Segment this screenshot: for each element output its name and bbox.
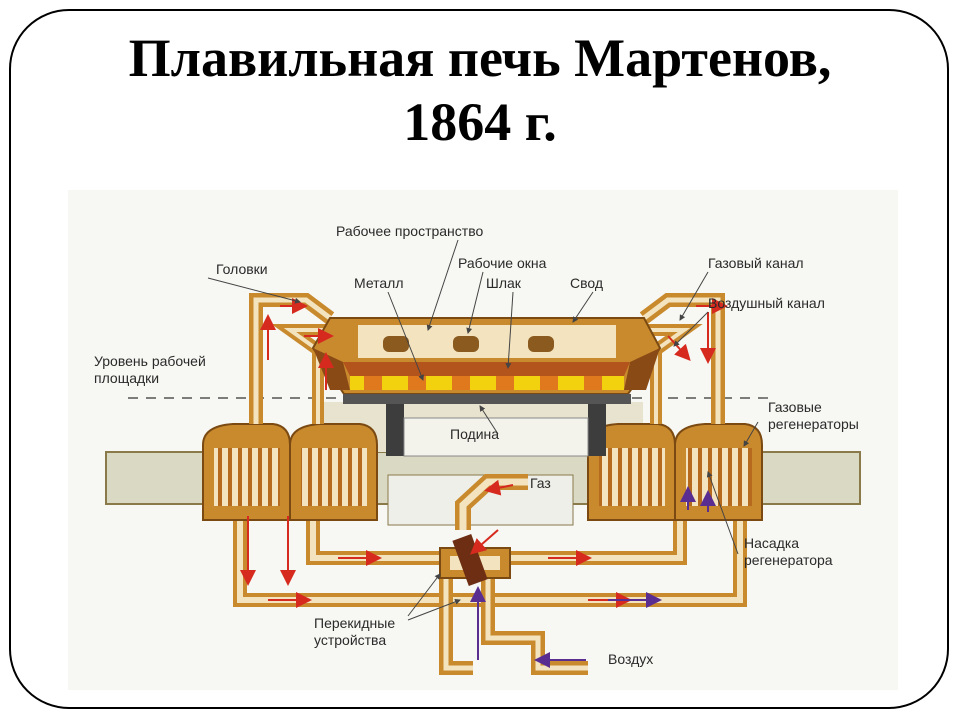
leader-lines	[207, 239, 759, 621]
label-gas-regenerators-line1: Газовые	[768, 399, 822, 415]
label-heads: Головки	[216, 261, 268, 277]
right-slope	[624, 348, 660, 390]
working-window-1	[383, 336, 409, 352]
switching-valve	[439, 534, 511, 586]
furnace-body	[311, 317, 662, 395]
label-working-windows: Рабочие окна	[458, 255, 547, 271]
label-regenerator-packing-line1: Насадка	[744, 535, 799, 551]
title-line-2: 1864 г.	[403, 92, 557, 152]
slag-layer	[343, 362, 630, 376]
label-air-channel: Воздушный канал	[708, 295, 825, 311]
furnace-diagram: Рабочее пространство Головки Рабочие окн…	[68, 190, 898, 690]
slide-title: Плавильная печь Мартенов, 1864 г.	[40, 26, 920, 154]
air-flow-arrows	[470, 486, 716, 668]
label-switching-devices-line1: Перекидные	[314, 615, 395, 631]
label-slag: Шлак	[486, 275, 522, 291]
left-regenerators	[202, 423, 378, 521]
hot-gas-flow-arrows	[240, 298, 728, 608]
label-roof: Свод	[570, 275, 603, 291]
callout-labels: Рабочее пространство Головки Рабочие окн…	[94, 223, 859, 667]
label-hearth: Подина	[450, 426, 499, 442]
metal-bath	[350, 376, 624, 390]
label-gas-channel: Газовый канал	[708, 255, 804, 271]
label-platform-level-line1: Уровень рабочей	[94, 353, 206, 369]
gas-inlet-duct	[455, 474, 528, 530]
title-line-1: Плавильная печь Мартенов,	[128, 28, 832, 88]
label-gas-regenerators-line2: регенераторы	[768, 416, 859, 432]
right-regenerators	[587, 423, 763, 521]
working-window-2	[453, 336, 479, 352]
label-working-space: Рабочее пространство	[336, 223, 483, 239]
label-platform-level-line2: площадки	[94, 370, 159, 386]
working-window-3	[528, 336, 554, 352]
label-regenerator-packing-line2: регенератора	[744, 552, 833, 568]
hearth	[343, 394, 631, 457]
label-air: Воздух	[608, 651, 653, 667]
label-switching-devices-line2: устройства	[314, 632, 386, 648]
label-metal: Металл	[354, 275, 404, 291]
label-gas: Газ	[530, 475, 551, 491]
